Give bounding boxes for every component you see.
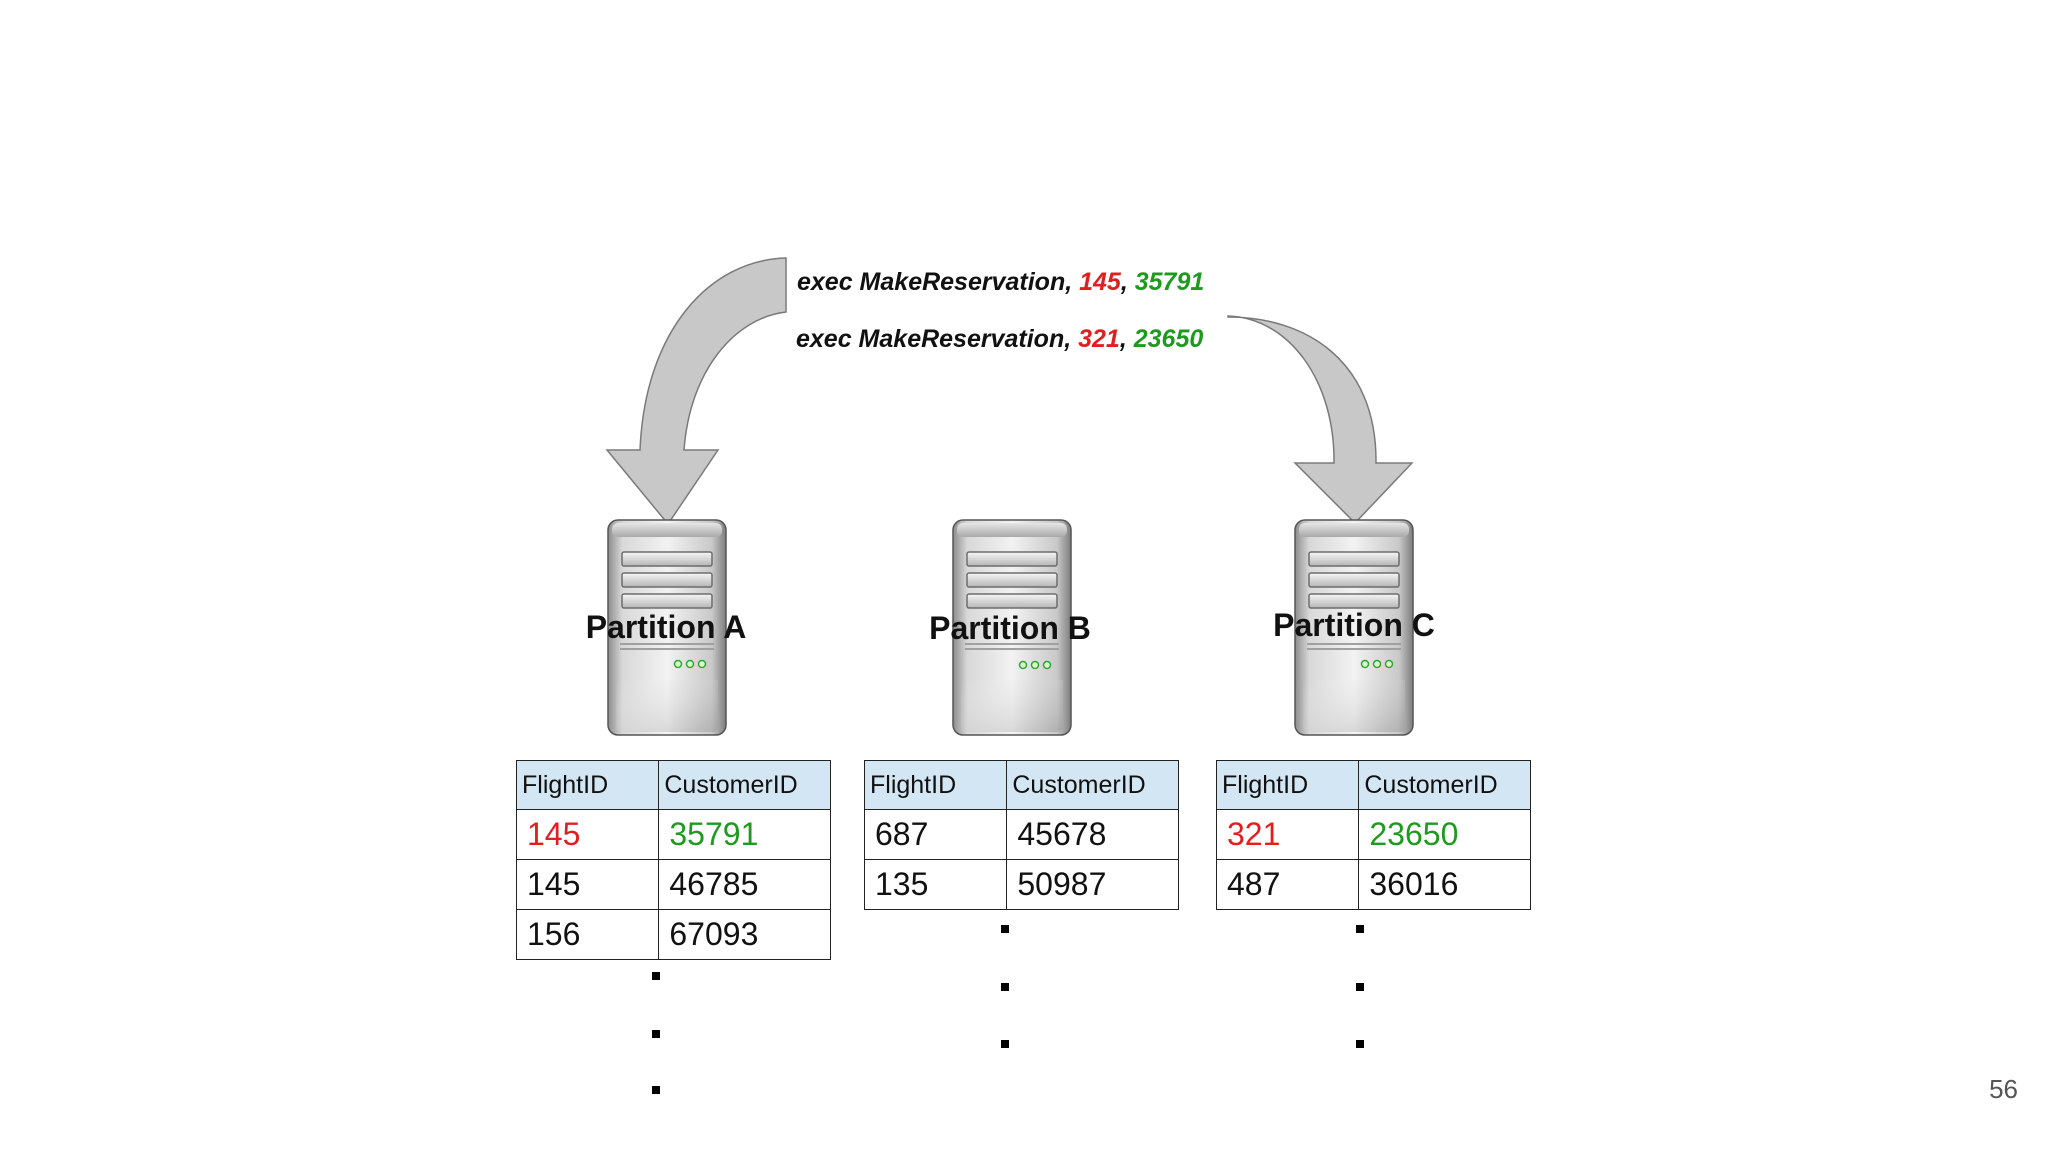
partition-label-b: Partition B [929, 610, 1091, 646]
partition-label-c: Partition C [1273, 607, 1435, 643]
table-row: 687 45678 [863, 809, 1179, 860]
command-customer-id: 23650 [1133, 325, 1204, 353]
table-row: 156 67093 [515, 909, 831, 960]
column-header-flightid: FlightID [863, 760, 1008, 810]
command-prefix: exec MakeReservation, [797, 268, 1080, 296]
column-header-customerid: CustomerID [1006, 760, 1179, 810]
arrow-to-partition-a [605, 257, 787, 526]
table-header-row: FlightID CustomerID [863, 760, 1179, 810]
partition-b-table: FlightID CustomerID 687 45678 135 50987 [863, 760, 1179, 910]
table-header-row: FlightID CustomerID [515, 760, 831, 810]
page-number: 56 [1989, 1074, 2018, 1104]
command-flight-id: 321 [1078, 325, 1120, 353]
command-flight-id: 145 [1079, 268, 1121, 296]
table-row: 145 46785 [515, 859, 831, 910]
column-header-customerid: CustomerID [658, 760, 831, 810]
ellipsis-dot [652, 1086, 660, 1094]
cell-customerid: 50987 [1006, 859, 1179, 910]
partition-label-a: Partition A [585, 609, 747, 645]
table-row: 321 23650 [1215, 809, 1531, 860]
table-header-row: FlightID CustomerID [1215, 760, 1531, 810]
command-line-1: exec MakeReservation, 145, 35791 [797, 268, 1204, 297]
column-header-flightid: FlightID [515, 760, 660, 810]
cell-customerid: 45678 [1006, 809, 1179, 860]
cell-flightid: 487 [1215, 859, 1360, 910]
cell-customerid: 36016 [1358, 859, 1531, 910]
partition-c-table: FlightID CustomerID 321 23650 487 36016 [1215, 760, 1531, 910]
server-icon-b [952, 519, 1072, 736]
ellipsis-dot [1001, 925, 1009, 933]
cell-flightid: 156 [515, 909, 660, 960]
arrow-to-partition-c [1227, 315, 1414, 525]
command-prefix: exec MakeReservation, [796, 325, 1079, 353]
cell-flightid: 145 [515, 859, 660, 910]
table-row: 145 35791 [515, 809, 831, 860]
partition-a-table: FlightID CustomerID 145 35791 145 46785 … [515, 760, 831, 960]
table-row: 487 36016 [1215, 859, 1531, 910]
server-icon-a [607, 519, 727, 736]
cell-customerid: 35791 [658, 809, 831, 860]
command-separator: , [1119, 325, 1134, 353]
cell-flightid: 687 [863, 809, 1008, 860]
ellipsis-dot [652, 972, 660, 980]
command-customer-id: 35791 [1134, 268, 1205, 296]
table-row: 135 50987 [863, 859, 1179, 910]
cell-flightid: 135 [863, 859, 1008, 910]
cell-flightid: 145 [515, 809, 660, 860]
command-separator: , [1120, 268, 1135, 296]
cell-customerid: 46785 [658, 859, 831, 910]
cell-flightid: 321 [1215, 809, 1360, 860]
ellipsis-dot [652, 1030, 660, 1038]
ellipsis-dot [1001, 1040, 1009, 1048]
cell-customerid: 67093 [658, 909, 831, 960]
ellipsis-dot [1001, 983, 1009, 991]
ellipsis-dot [1356, 925, 1364, 933]
ellipsis-dot [1356, 1040, 1364, 1048]
column-header-flightid: FlightID [1215, 760, 1360, 810]
ellipsis-dot [1356, 983, 1364, 991]
command-line-2: exec MakeReservation, 321, 23650 [796, 325, 1203, 354]
server-icon-c [1294, 519, 1414, 736]
cell-customerid: 23650 [1358, 809, 1531, 860]
column-header-customerid: CustomerID [1358, 760, 1531, 810]
